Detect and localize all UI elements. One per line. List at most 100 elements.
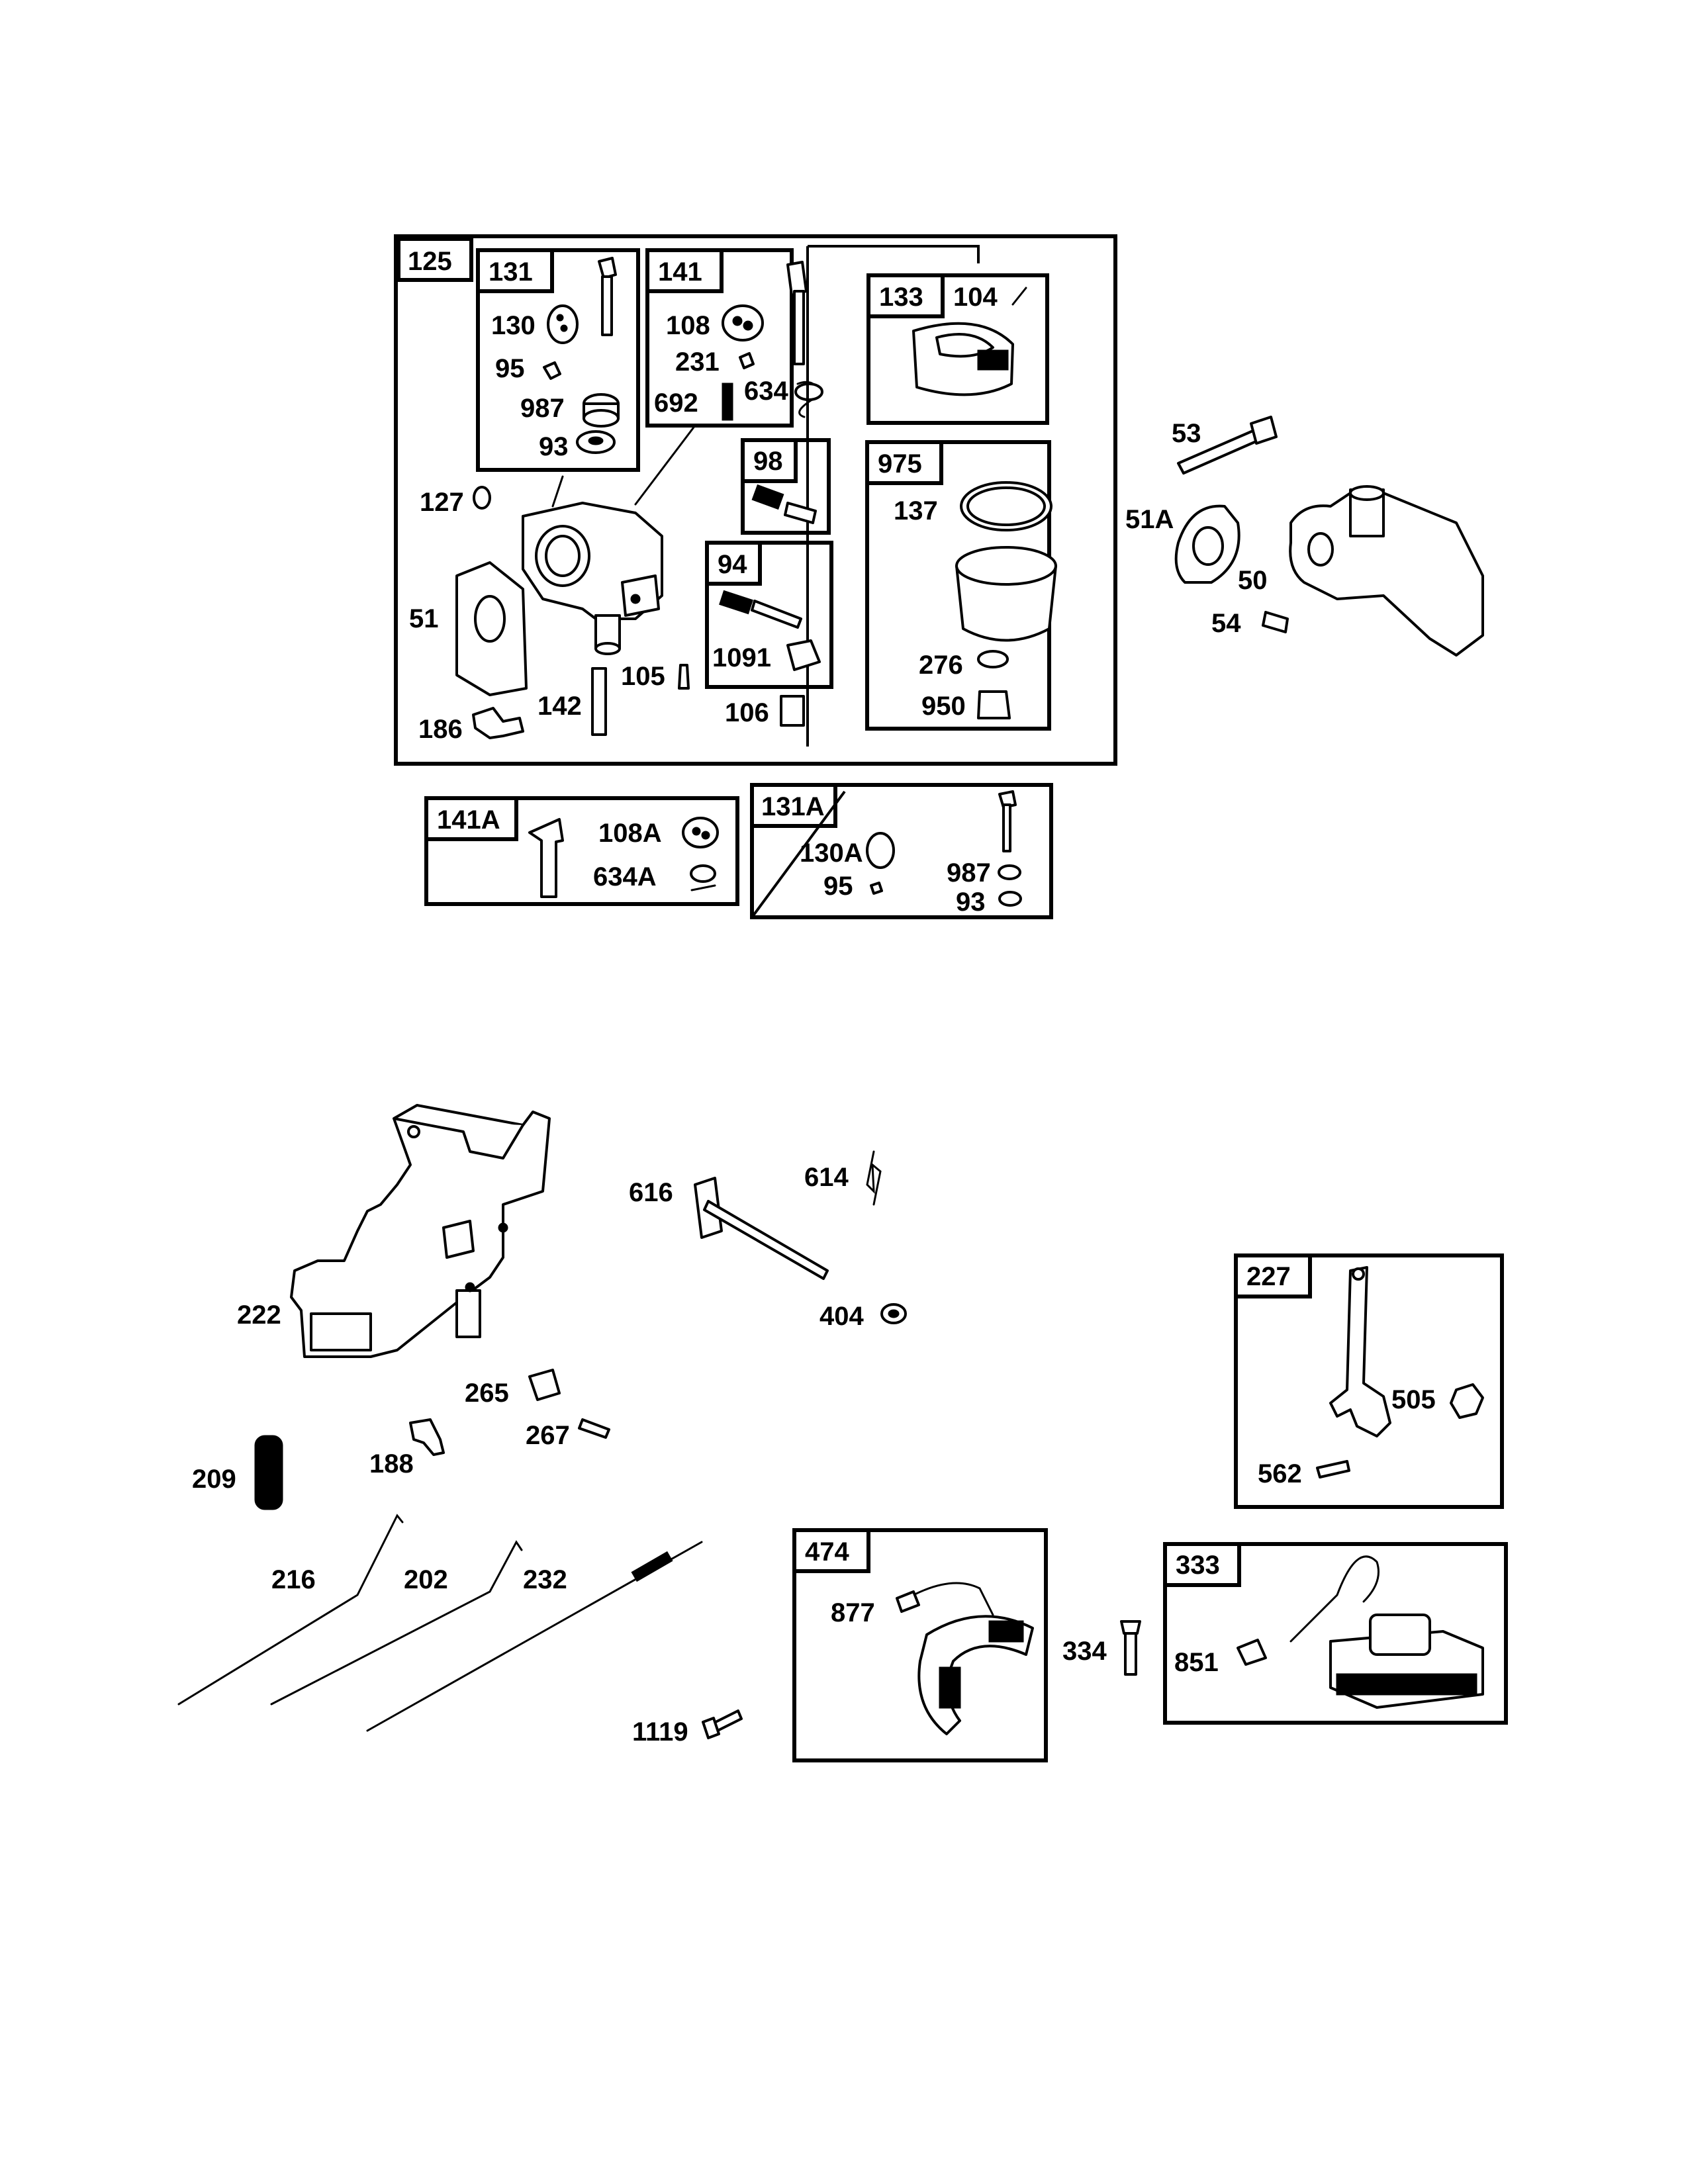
hairpin-clip-icon [866, 1150, 882, 1206]
throttle-plate-hole-icon [743, 320, 753, 331]
clamp-icon [528, 1369, 561, 1401]
kit-333-label-box [1163, 1542, 1241, 1587]
intake-group: 53 51A 50 54 [1125, 416, 1484, 657]
kit-975-label-box [865, 440, 943, 485]
kit-131A-frame [750, 783, 1053, 919]
part-186-label: 186 [418, 715, 463, 744]
carburetor-kit-group: 125 131 130 95 987 93 141 108 231 692 63… [394, 234, 1117, 766]
washer-hole-icon [888, 1309, 900, 1318]
part-188-label: 188 [369, 1449, 414, 1479]
kit-94-label-box [705, 541, 762, 586]
screw-icon [870, 882, 883, 895]
mixture-screw-icon [751, 600, 802, 629]
leader-line [634, 424, 696, 506]
part-209-label: 209 [192, 1465, 236, 1494]
throttle-shaft-icon [793, 290, 805, 365]
part-105-label: 105 [621, 662, 665, 691]
kit-131-frame [476, 248, 640, 472]
part-127-label: 127 [420, 488, 464, 517]
spring-icon [722, 383, 733, 421]
throttle-lever-hole-icon [1352, 1267, 1365, 1281]
governor-shaft-icon [703, 1200, 829, 1280]
kit-227-group: 227 505 562 [1234, 1253, 1504, 1509]
screw-icon [1316, 1460, 1350, 1479]
part-104-label: 104 [953, 283, 998, 312]
pin-icon [1011, 287, 1027, 306]
screw-head-icon [1120, 1620, 1141, 1635]
float-bowl-icon [955, 565, 1057, 642]
kit-474-group: 474 877 [792, 1528, 1048, 1762]
seat-icon [786, 639, 821, 671]
kit-141A-label: 141A [437, 805, 500, 835]
part-50-label: 50 [1238, 566, 1268, 595]
jet-icon [678, 664, 690, 690]
part-222-label: 222 [237, 1300, 281, 1330]
part-231-label: 231 [675, 347, 720, 377]
kit-975-label: 975 [878, 449, 922, 478]
choke-shaft-icon [601, 275, 613, 336]
intake-elbow-port-icon [1349, 485, 1385, 501]
spark-plug-terminal-icon [896, 1590, 920, 1613]
armature-core-icon [939, 1666, 961, 1709]
governor-link-rod-icon [177, 1514, 404, 1706]
bolt-icon [1262, 611, 1289, 633]
screw-icon [543, 361, 561, 380]
part-505-label: 505 [1391, 1385, 1436, 1414]
part-137-label: 137 [894, 496, 938, 525]
kit-133-label-box [866, 273, 945, 318]
kit-141-label-box [645, 248, 724, 293]
part-108-label: 108 [666, 311, 710, 340]
seal-bottom-icon [583, 409, 620, 428]
choke-plate-icon [547, 304, 579, 344]
part-692-label: 692 [654, 388, 698, 418]
part-404-label: 404 [819, 1302, 864, 1331]
part-877-label: 877 [831, 1598, 875, 1627]
kit-131A-group: 131A 130A 95 987 93 [750, 783, 1053, 919]
part-106-label: 106 [725, 698, 769, 727]
kit-94-frame [705, 541, 833, 689]
sleeve-icon [780, 695, 805, 727]
part-93-label: 93 [956, 887, 986, 917]
part-95-label: 95 [495, 354, 525, 383]
gasket-ring-inner-icon [966, 486, 1046, 526]
part-1091-label: 1091 [712, 643, 771, 672]
governor-group: 222 616 614 404 265 267 188 209 216 202 … [177, 1104, 907, 1747]
part-51-label: 51 [409, 604, 439, 633]
fitting-icon [472, 707, 524, 739]
bolt-icon [409, 1418, 445, 1456]
spring-coil-icon [690, 864, 716, 883]
spring-icon [719, 590, 753, 615]
kit-125-label: 125 [408, 247, 452, 276]
ground-wire-icon [1289, 1555, 1380, 1643]
emulsion-tube-icon [591, 667, 607, 736]
armature-coil-icon [988, 1620, 1024, 1643]
screw-icon [739, 352, 755, 369]
kit-131-label-box [476, 248, 554, 293]
part-334-label: 334 [1062, 1637, 1107, 1666]
part-276-label: 276 [919, 651, 963, 680]
part-851-label: 851 [1174, 1648, 1219, 1677]
ignition-module-coil-icon [1369, 1614, 1431, 1656]
governor-spring-icon [254, 1435, 283, 1510]
kit-divider-bracket [808, 245, 980, 263]
bowl-nut-icon [977, 690, 1011, 719]
gasket-hole-icon [1192, 526, 1224, 566]
throttle-plate-hole-icon [692, 827, 701, 836]
part-562-label: 562 [1258, 1459, 1302, 1488]
kit-227-label-box [1234, 1253, 1312, 1298]
kit-141-label: 141 [658, 257, 702, 287]
washer-icon [977, 650, 1009, 668]
kit-333-group: 333 851 [1163, 1542, 1508, 1725]
kit-474-label-box [792, 1528, 870, 1573]
part-634A-label: 634A [593, 862, 657, 891]
kit-333-label: 333 [1176, 1551, 1220, 1580]
kit-131-label: 131 [489, 257, 533, 287]
part-267-label: 267 [526, 1421, 570, 1450]
kit-333-frame [1163, 1542, 1508, 1725]
throttle-plate-hole-icon [701, 831, 710, 840]
kit-98-label: 98 [753, 447, 783, 476]
float-bowl-rim-icon [955, 546, 1057, 586]
kit-227-label: 227 [1246, 1262, 1291, 1291]
part-202-label: 202 [404, 1565, 448, 1594]
part-265-label: 265 [465, 1379, 509, 1408]
